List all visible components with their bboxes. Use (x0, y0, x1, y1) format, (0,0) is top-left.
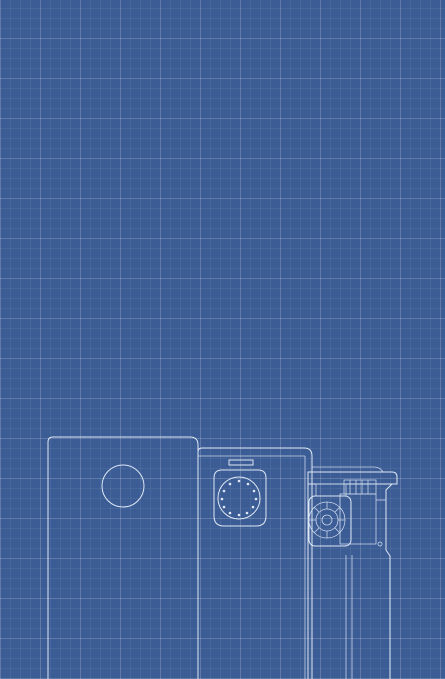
right-unit (308, 467, 397, 679)
tall-unit-left (48, 437, 198, 679)
dial-dots (221, 480, 258, 517)
middle-unit (198, 448, 312, 679)
fan-blades (309, 502, 345, 538)
